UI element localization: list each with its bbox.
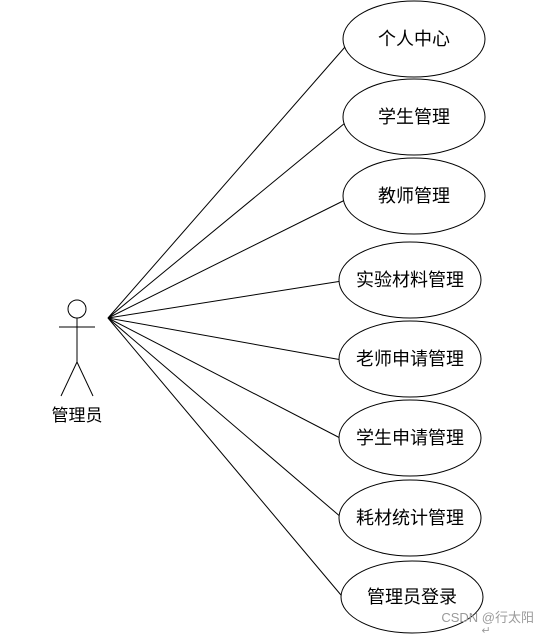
- actor-label: 管理员: [52, 406, 103, 426]
- association-line: [107, 122, 346, 319]
- use-case-label: 管理员登录: [367, 587, 457, 608]
- use-case-student-application-management[interactable]: 学生申请管理: [338, 399, 482, 477]
- use-case-label: 学生管理: [378, 107, 450, 128]
- use-case-student-management[interactable]: 学生管理: [342, 78, 486, 156]
- use-case-teacher-application-management[interactable]: 老师申请管理: [338, 320, 482, 398]
- watermark-text: CSDN @行太阳: [441, 610, 534, 625]
- use-case-personal-center[interactable]: 个人中心: [342, 0, 486, 78]
- use-case-label: 老师申请管理: [356, 349, 464, 370]
- actor-head: [67, 299, 87, 319]
- association-line: [107, 46, 346, 319]
- use-case-lab-material-management[interactable]: 实验材料管理: [338, 241, 482, 319]
- use-case-admin-login[interactable]: 管理员登录: [340, 560, 484, 634]
- association-lines: [107, 46, 347, 602]
- use-case-label: 个人中心: [378, 29, 450, 50]
- actor-figure: [59, 299, 95, 397]
- use-case-teacher-management[interactable]: 教师管理: [342, 157, 486, 235]
- use-case-label: 实验材料管理: [356, 270, 464, 291]
- association-line: [107, 199, 346, 319]
- use-case-label: 耗材统计管理: [356, 508, 464, 529]
- use-case-label: 学生申请管理: [356, 428, 464, 449]
- association-line: [107, 317, 347, 602]
- return-mark-icon: ↵: [481, 624, 490, 635]
- association-line: [107, 317, 343, 519]
- association-line: [107, 317, 343, 440]
- use-case-consumable-statistics-management[interactable]: 耗材统计管理: [338, 479, 482, 557]
- actor-left-leg: [60, 361, 78, 397]
- association-line: [107, 280, 343, 319]
- association-line: [107, 317, 343, 361]
- actor-right-leg: [76, 361, 94, 397]
- use-case-label: 教师管理: [378, 186, 450, 207]
